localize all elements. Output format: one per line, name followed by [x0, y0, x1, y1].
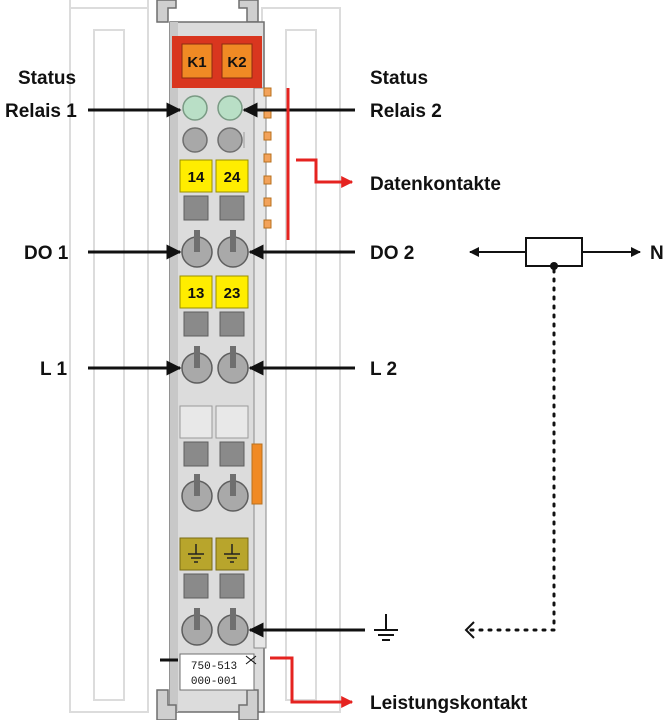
part-number-line-1: 750-513 [191, 661, 237, 673]
ground-tags [179, 537, 249, 571]
terminal-tag-24: 24 [224, 169, 241, 186]
label-datenkontakte: Datenkontakte [370, 174, 501, 195]
ground-icon [224, 544, 240, 563]
release-slots-3 [183, 441, 245, 467]
callout-arrows [88, 102, 365, 638]
label-leistungskontakt: Leistungskontakt [370, 693, 528, 714]
terminal-tags-mid: 13 23 [179, 275, 249, 309]
dotted-connection [468, 268, 556, 632]
label-n: N [650, 243, 664, 264]
label-status-relais-1-line-1: Status [18, 68, 76, 89]
power-contact-callout [270, 656, 354, 708]
relay-schematic [464, 237, 641, 639]
label-status-relais-1-line-2: Relais 1 [5, 101, 77, 122]
label-status-relais-2-line-1: Status [370, 68, 428, 89]
label-status-relais-2-line-2: Relais 2 [370, 101, 442, 122]
led-relay-1 [182, 95, 208, 121]
connectors-l [181, 346, 249, 384]
label-do-1: DO 1 [24, 243, 69, 264]
part-number-line-2: 000-001 [191, 676, 238, 688]
ground-icon [374, 614, 398, 641]
connectors-mid [181, 474, 249, 512]
status-leds [182, 95, 245, 153]
terminal-tags-top: 14 24 [179, 159, 249, 193]
part-number-plate: 750-513 000-001 [160, 653, 257, 691]
release-slots-4 [183, 573, 245, 599]
terminal-tag-13: 13 [188, 285, 205, 302]
terminal-tag-14: 14 [188, 169, 205, 186]
led-off-1 [182, 127, 208, 153]
led-relay-2 [217, 95, 243, 121]
connectors-do [181, 230, 249, 268]
connectors-ground [181, 608, 249, 646]
release-slots-1 [183, 195, 245, 221]
relay-tag-k2: K2 [227, 54, 246, 71]
terminal-tag-23: 23 [224, 285, 241, 302]
relay-contact-symbol [525, 237, 583, 267]
data-contacts-callout [286, 88, 354, 240]
relay-header: K1 K2 [172, 36, 262, 88]
led-off-2 [217, 127, 243, 153]
label-l-1: L 1 [40, 359, 68, 380]
label-do-2: DO 2 [370, 243, 414, 264]
empty-tag-row [179, 405, 249, 439]
data-contacts [263, 87, 272, 229]
release-slots-2 [183, 311, 245, 337]
relay-tag-k1: K1 [187, 54, 206, 71]
io-module-housing [156, 0, 267, 720]
ghost-neighbor-modules [69, 0, 341, 713]
ground-icon [188, 544, 204, 563]
label-l-2: L 2 [370, 359, 397, 380]
power-contact-bar [251, 443, 263, 505]
